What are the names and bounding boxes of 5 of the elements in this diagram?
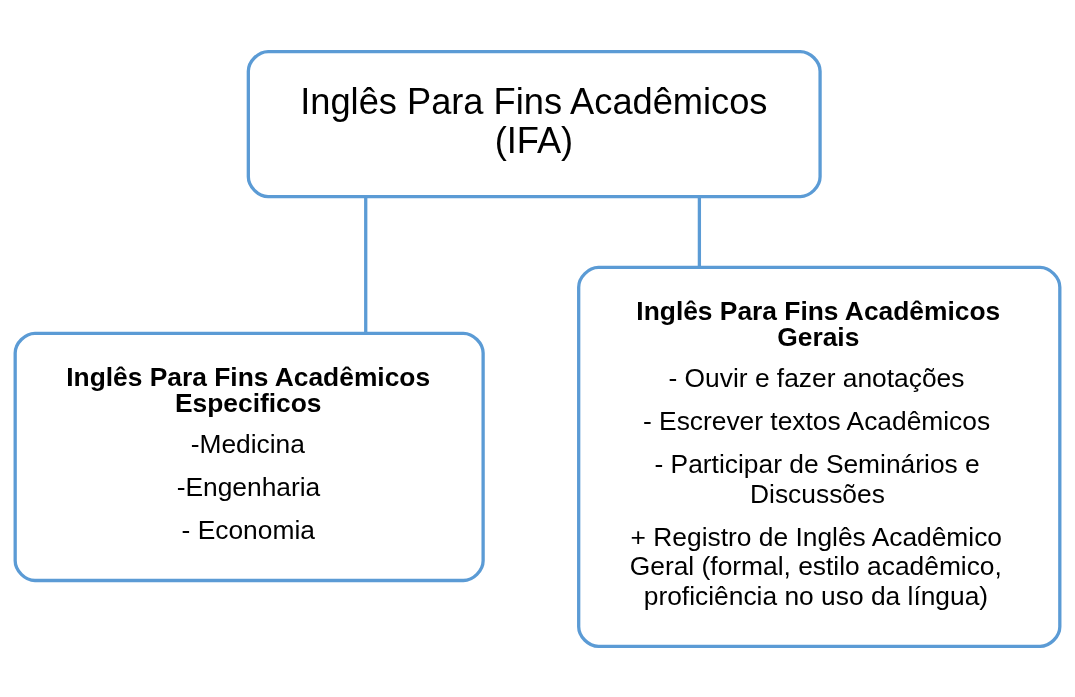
- node-box: Inglês Para Fins Acadêmicos (IFA): [246, 49, 822, 198]
- connector: [364, 196, 368, 333]
- connector: [697, 196, 702, 267]
- node-box: Inglês Para Fins Acadêmicos Especificos -Medicina -Engenharia - Economia: [13, 331, 485, 582]
- node-box: Inglês Para Fins Acadêmicos Gerais - Ouvir e fazer anotações - Escrever textos Acadêmicos - Participar de Seminários e Discussões + Registro de Inglês Acadêmico Geral (formal, estilo acadêmico, proficiência no uso da língua): [577, 265, 1062, 648]
